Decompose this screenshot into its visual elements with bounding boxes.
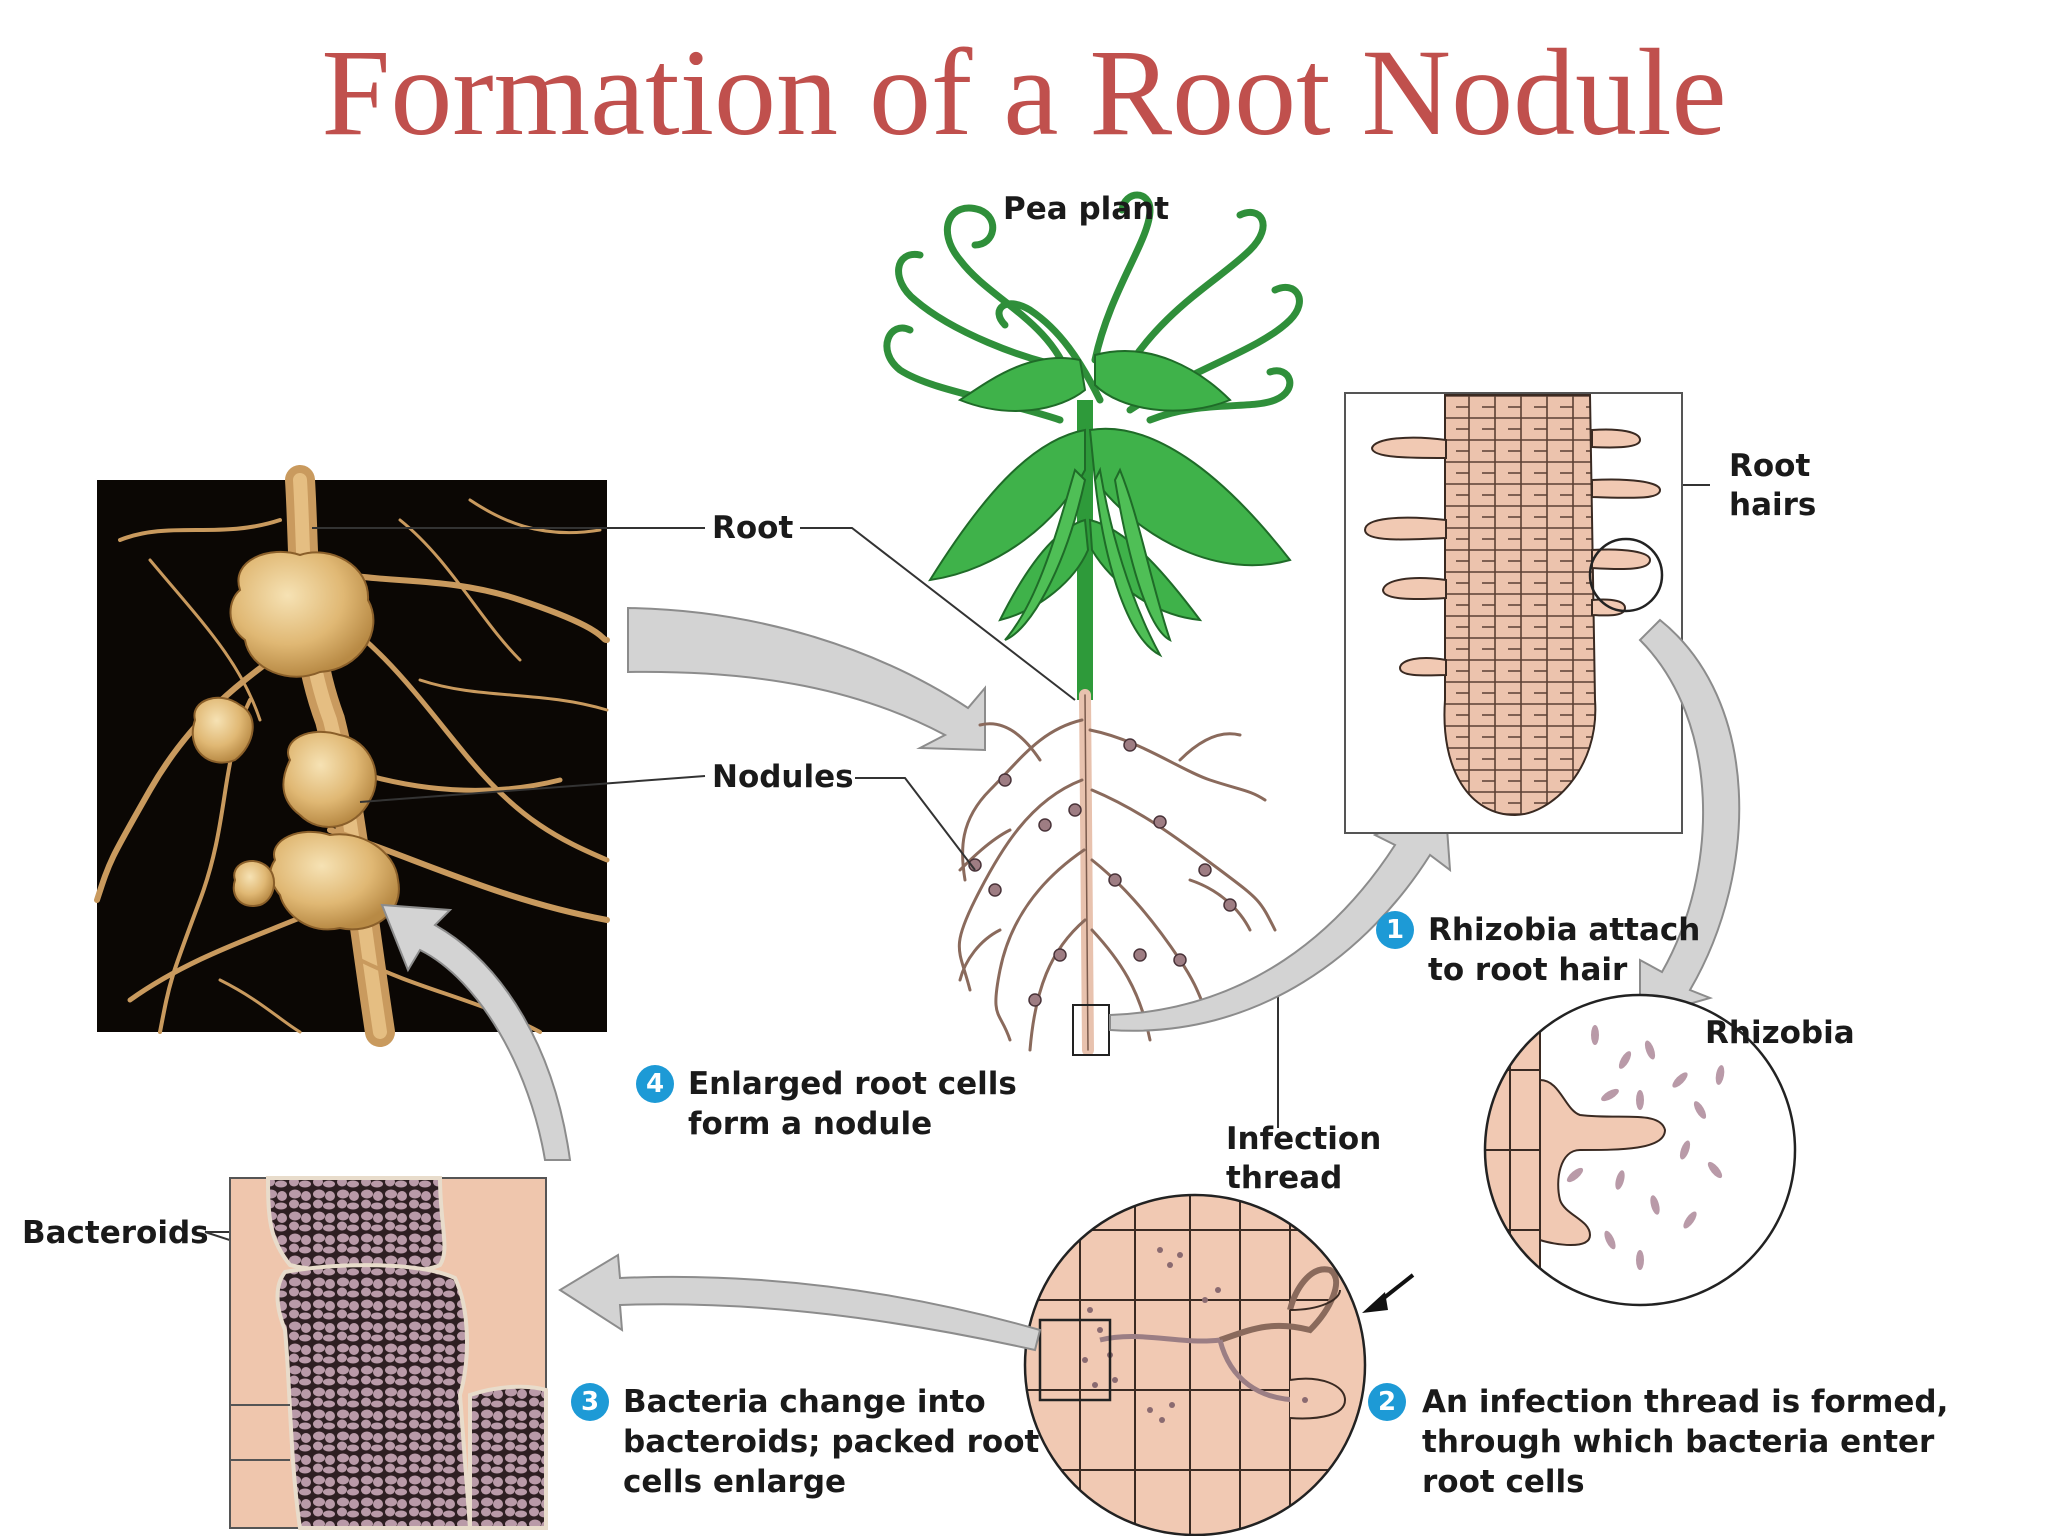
step-text-line: An infection thread is formed, — [1422, 1384, 1949, 1420]
infection-thread-label: Infection thread — [1226, 1121, 1382, 1196]
step-text-line: Rhizobia attach — [1428, 912, 1701, 948]
nodules-label: Nodules — [712, 759, 854, 795]
step-text-line: root cells — [1422, 1464, 1585, 1500]
step-number-badge: 3 — [571, 1383, 609, 1421]
slide-title: Formation of a Root Nodule — [321, 24, 1727, 161]
step-number-badge: 4 — [636, 1065, 674, 1103]
root-hairs-label: Root hairs — [1729, 448, 1817, 523]
arrow-bacteroids-to-photo — [380, 903, 572, 1161]
step-text-line: cells enlarge — [623, 1464, 847, 1500]
rhizobia-label: Rhizobia — [1705, 1015, 1855, 1051]
inset-box — [1038, 1318, 1112, 1402]
pea-plant-label: Pea plant — [1003, 191, 1170, 227]
infection-thread-circle — [1023, 1193, 1367, 1536]
root-hair-panel — [1344, 392, 1683, 834]
step-text-line: through which bacteria enter — [1422, 1424, 1935, 1460]
nodule-photo — [94, 465, 610, 1047]
step-number-badge: 1 — [1376, 911, 1414, 949]
bacteroids-label: Bacteroids — [22, 1215, 209, 1251]
step-text-line: Enlarged root cells — [688, 1066, 1017, 1102]
bacteroid-panel — [229, 1176, 548, 1530]
step-text-line: to root hair — [1428, 952, 1628, 988]
rhizobia-attach-circle — [1483, 993, 1797, 1307]
root-label: Root — [712, 510, 794, 546]
arrow-thread-to-bacteroids — [558, 1253, 1042, 1352]
pea-plant-illustration — [883, 191, 1303, 1056]
step-text-line: Bacteria change into — [623, 1384, 986, 1420]
step-number-badge: 2 — [1368, 1383, 1406, 1421]
step-text-line: form a nodule — [688, 1106, 933, 1142]
step-text-line: bacteroids; packed root — [623, 1424, 1040, 1460]
arrow-photo-to-plant — [627, 606, 986, 752]
